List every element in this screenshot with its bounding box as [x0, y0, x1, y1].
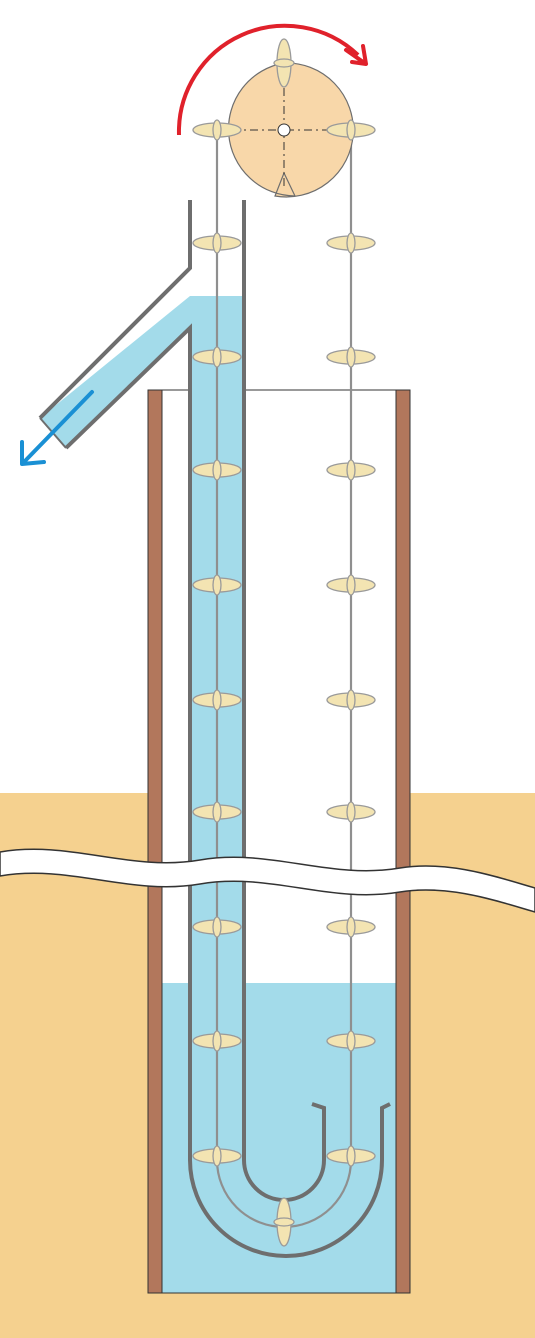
outlet-spout-water — [40, 296, 190, 448]
rope-disc-icon — [192, 459, 242, 481]
rope-disc-icon — [326, 1030, 376, 1052]
rope-disc-icon — [326, 346, 376, 368]
rope-disc-icon — [326, 119, 376, 141]
rope-disc-icon — [326, 916, 376, 938]
rope-disc-icon — [192, 689, 242, 711]
rope-disc-icon — [192, 916, 242, 938]
rope-disc-icon — [192, 232, 242, 254]
well-wall-right — [395, 389, 411, 1294]
rope-disc-icon — [273, 38, 295, 88]
rotation-arrow-head — [344, 44, 368, 66]
pulley-axle — [277, 123, 291, 137]
break-band — [0, 848, 535, 913]
curved-arrow-clockwise-icon — [176, 23, 368, 136]
drive-pulley-icon — [227, 62, 354, 198]
rope-disc-icon — [192, 119, 242, 141]
well-wall-left — [147, 389, 163, 1294]
rope-disc-icon — [192, 1030, 242, 1052]
rope-disc-icon — [326, 801, 376, 823]
rope-disc-icon — [273, 1197, 295, 1247]
rope-disc-icon — [326, 1145, 376, 1167]
rope-disc-icon — [192, 801, 242, 823]
rope-disc-icon — [192, 1145, 242, 1167]
lower-guide-pipe-outer — [188, 1102, 391, 1258]
outflow-arrow-head — [20, 440, 46, 466]
rope-disc-icon — [326, 574, 376, 596]
outflow-arrow-shaft — [22, 390, 94, 464]
rope-disc-icon — [326, 689, 376, 711]
rotation-arrow-arc — [176, 23, 360, 136]
arrow-down-left-icon — [20, 390, 94, 466]
rope-disc-icon — [326, 459, 376, 481]
rope-disc-icon — [192, 346, 242, 368]
rope-discs — [192, 38, 376, 1247]
rope-disc-icon — [192, 574, 242, 596]
rope-disc-icon — [326, 232, 376, 254]
